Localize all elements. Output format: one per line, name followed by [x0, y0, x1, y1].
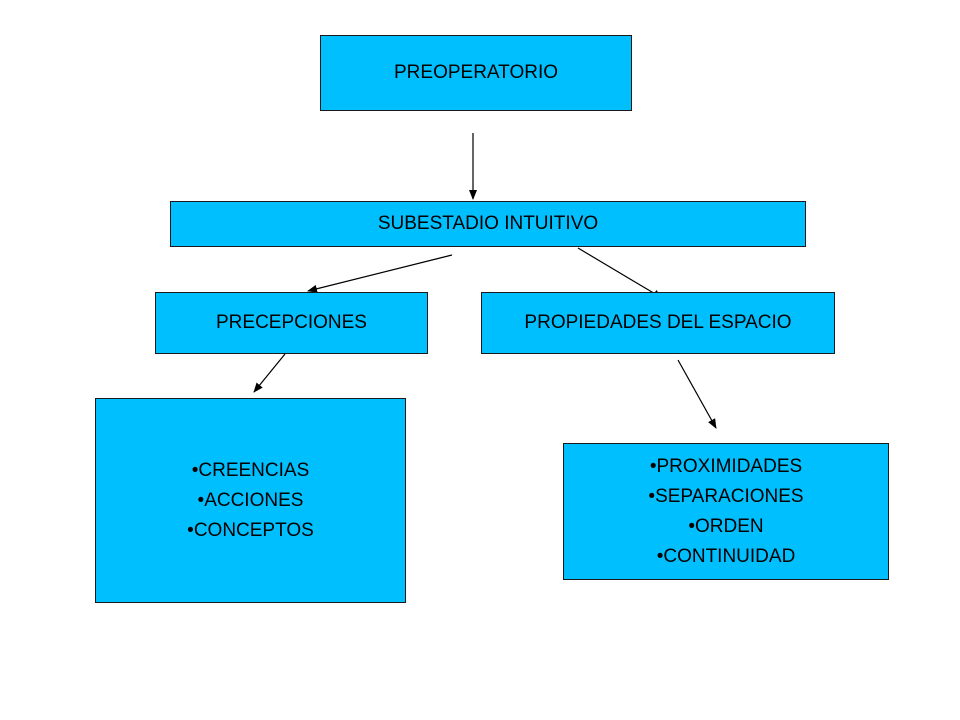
list-item: PROXIMIDADES [648, 452, 803, 482]
node-preoperatorio: PREOPERATORIO [320, 35, 632, 111]
node-precepciones-list: CREENCIAS ACCIONES CONCEPTOS [95, 398, 406, 603]
list-item: CONTINUIDAD [648, 542, 803, 572]
list-item: SEPARACIONES [648, 482, 804, 512]
node-propiedades-del-espacio: PROPIEDADES DEL ESPACIO [481, 292, 835, 354]
arrow-substage-to-precepciones [307, 254, 453, 293]
node-preoperatorio-label: PREOPERATORIO [394, 62, 558, 83]
arrow-propiedades-to-list [677, 359, 717, 429]
node-subestadio-intuitivo: SUBESTADIO INTUITIVO [170, 201, 806, 247]
node-propiedades-label: PROPIEDADES DEL ESPACIO [524, 312, 792, 333]
arrow-substage-to-propiedades [577, 247, 663, 299]
node-propiedades-list: PROXIMIDADES SEPARACIONES ORDEN CONTINUI… [563, 443, 889, 580]
list-item: ORDEN [648, 512, 803, 542]
node-precepciones: PRECEPCIONES [155, 292, 428, 354]
node-precepciones-label: PRECEPCIONES [216, 312, 367, 333]
list-item: ACCIONES [187, 486, 314, 516]
list-item: CONCEPTOS [187, 516, 314, 546]
list-item: CREENCIAS [187, 456, 314, 486]
precepciones-item-list: CREENCIAS ACCIONES CONCEPTOS [187, 456, 314, 546]
arrow-precepciones-to-list [253, 353, 286, 393]
node-subestadio-label: SUBESTADIO INTUITIVO [377, 213, 599, 234]
propiedades-item-list: PROXIMIDADES SEPARACIONES ORDEN CONTINUI… [648, 452, 804, 572]
